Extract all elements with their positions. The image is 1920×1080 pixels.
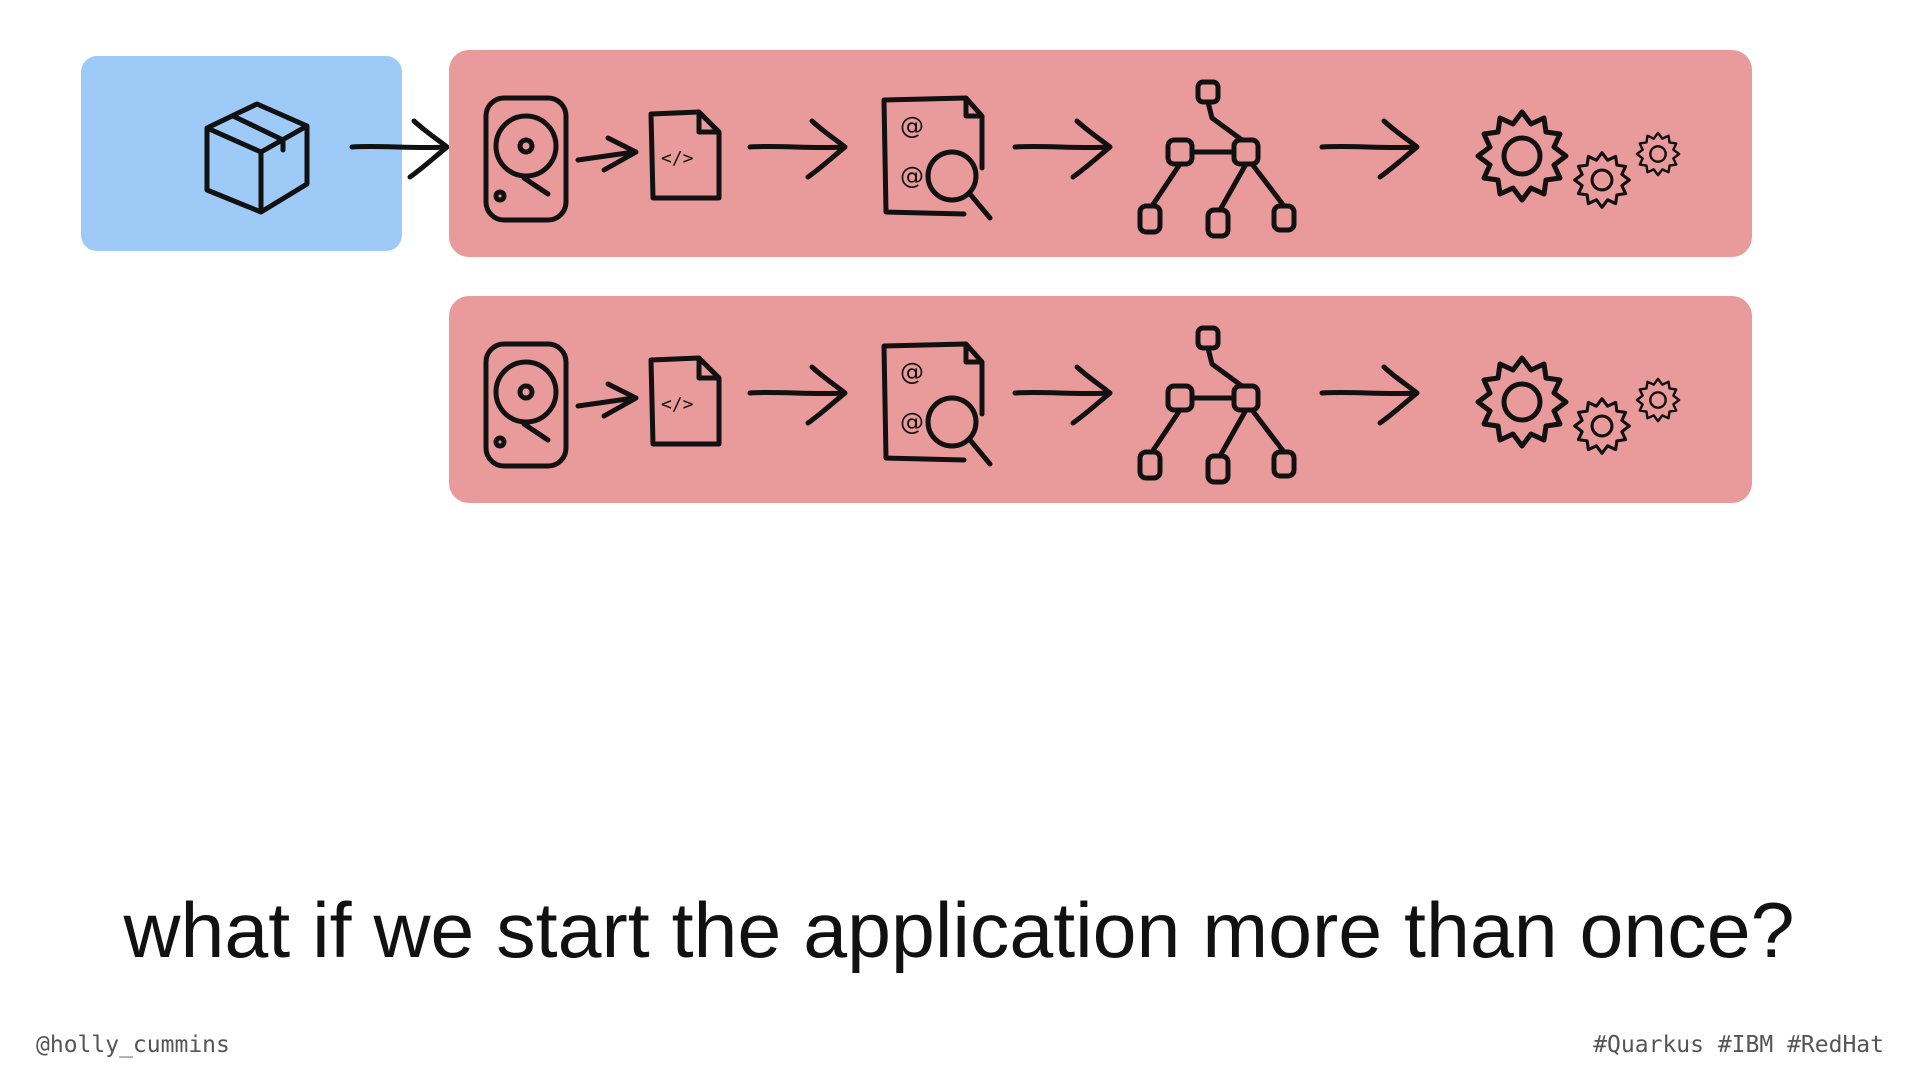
footer-tags: #Quarkus #IBM #RedHat bbox=[1593, 1032, 1884, 1058]
caption: what if we start the application more th… bbox=[122, 886, 1794, 974]
footer-handle: @holly_cummins bbox=[36, 1032, 230, 1058]
package-cube-icon bbox=[204, 101, 310, 215]
application-container bbox=[81, 56, 402, 251]
